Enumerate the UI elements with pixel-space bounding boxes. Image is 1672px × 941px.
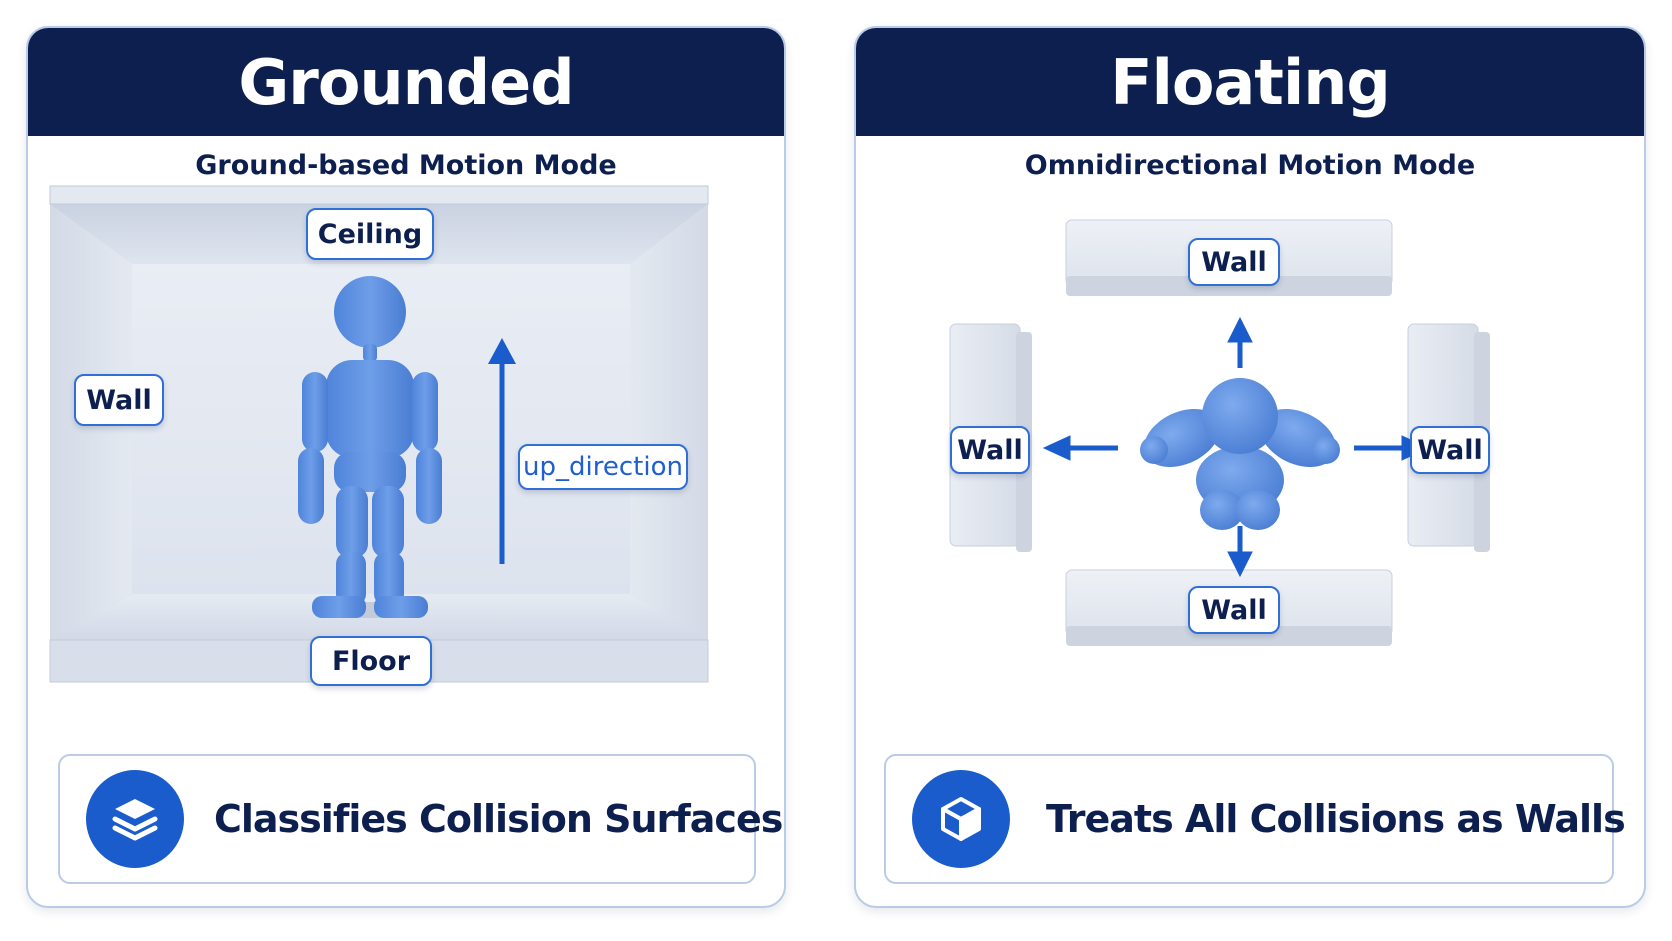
floor-label: Floor: [310, 636, 432, 686]
ceiling-label: Ceiling: [306, 208, 434, 260]
up-direction-label: up_direction: [518, 444, 688, 490]
layers-icon: [86, 770, 184, 868]
floating-panel: Floating Omnidirectional Motion Mode: [854, 26, 1646, 908]
floating-title: Floating: [1110, 45, 1390, 119]
grounded-panel: Grounded Ground-based Motion Mode: [26, 26, 786, 908]
cube-icon: [912, 770, 1010, 868]
wall-label-bottom: Wall: [1188, 586, 1280, 634]
floating-scene: [949, 219, 1490, 646]
grounded-title: Grounded: [238, 45, 574, 119]
figure-icon: [298, 276, 442, 618]
wall-label: Wall: [74, 374, 164, 426]
floating-subtitle: Omnidirectional Motion Mode: [1024, 150, 1476, 181]
ceiling-rim: [49, 185, 709, 205]
wall-label-left: Wall: [950, 426, 1030, 474]
grounded-subtitle: Ground-based Motion Mode: [195, 150, 617, 181]
floating-header: Floating: [856, 28, 1644, 136]
wall-label-top: Wall: [1188, 238, 1280, 286]
up-direction-arrow: [488, 338, 516, 564]
wall-label-right: Wall: [1410, 426, 1490, 474]
floating-feature-text: Treats All Collisions as Walls: [1046, 797, 1626, 841]
grounded-feature-box: Classifies Collision Surfaces: [58, 754, 783, 884]
floating-feature-box: Treats All Collisions as Walls: [884, 754, 1626, 884]
figure-top-view-icon: [1140, 378, 1340, 530]
grounded-header: Grounded: [28, 28, 784, 136]
grounded-feature-text: Classifies Collision Surfaces: [214, 797, 783, 841]
right-wall-surface: [630, 204, 708, 640]
